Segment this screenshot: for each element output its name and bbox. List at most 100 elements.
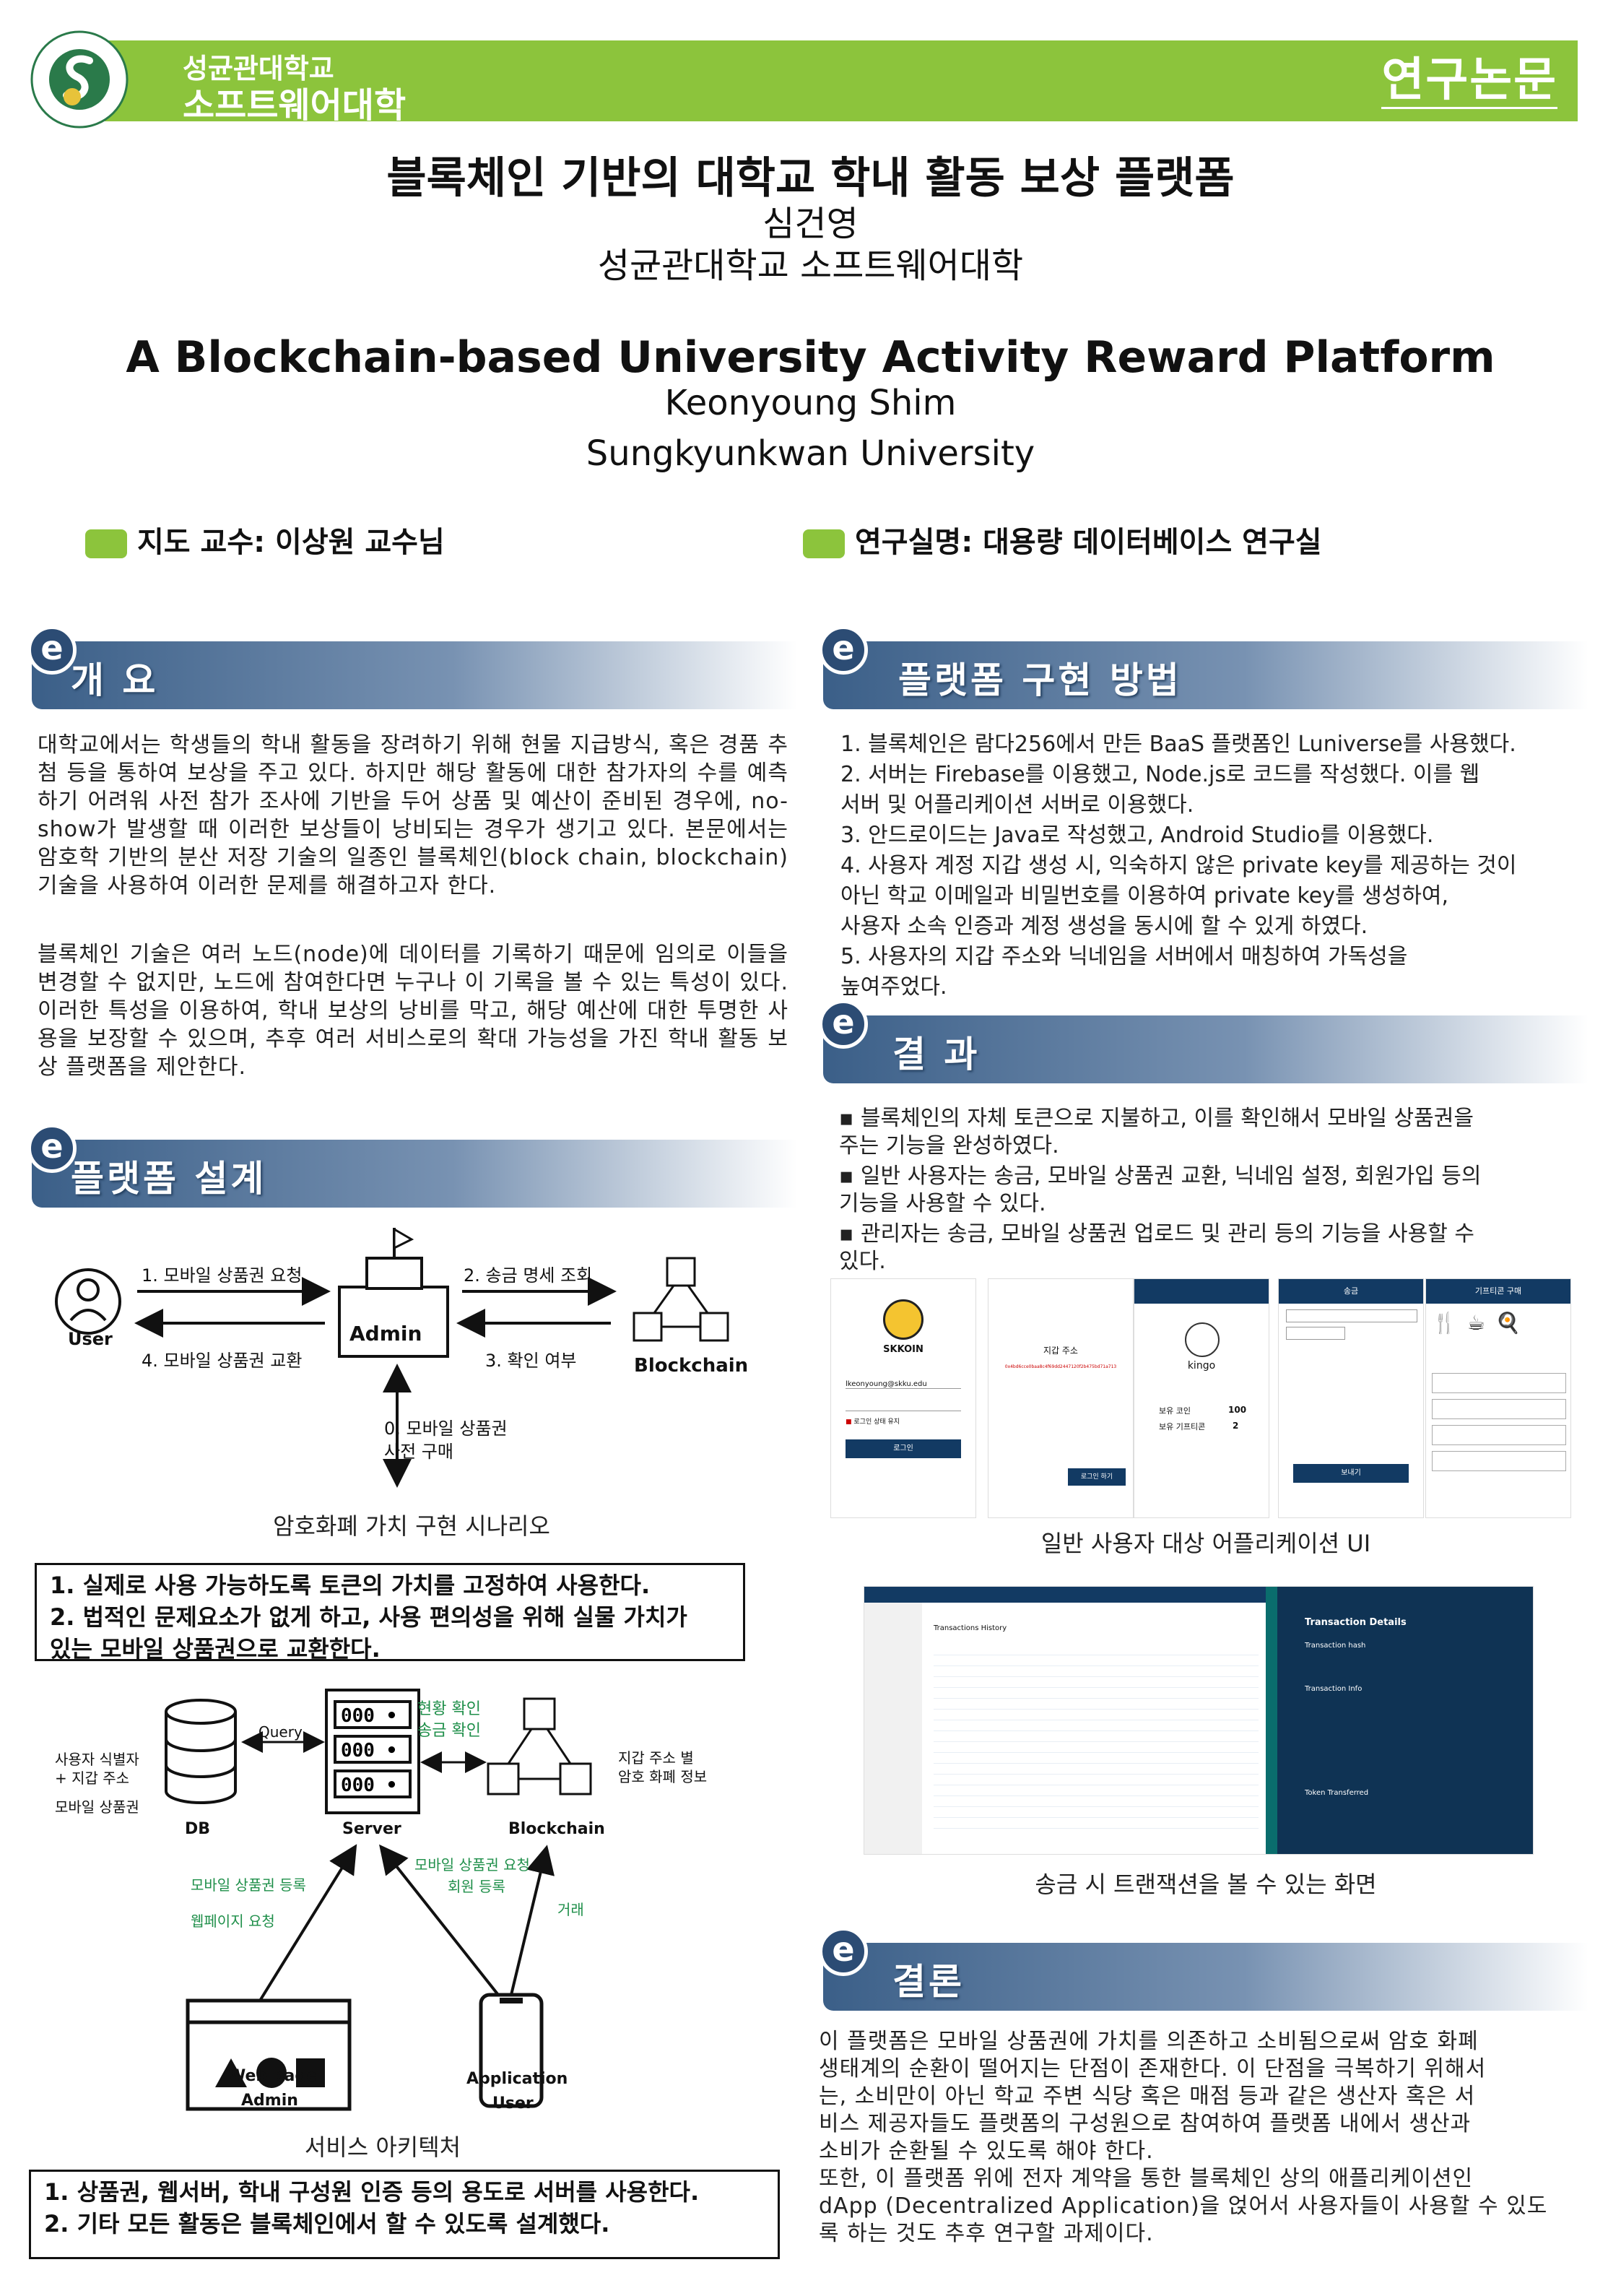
- design-summary-box-2: 1. 상품권, 웹서버, 학내 구성원 인증 등의 용도로 서버를 사용한다. …: [29, 2170, 780, 2259]
- keep-label: 로그인 상태 유지: [853, 1418, 900, 1426]
- section-title: 결론: [892, 1961, 965, 2003]
- wallet-login-button[interactable]: 로그인 하기: [1068, 1468, 1126, 1486]
- triangle-shape: [215, 2058, 247, 2087]
- transfer-address-field[interactable]: [1286, 1309, 1417, 1322]
- result-line: 기능을 사용할 수 있다.: [839, 1191, 1046, 1216]
- blockchain-cubes-icon: [633, 1257, 729, 1342]
- e-section-icon: e: [819, 1000, 868, 1049]
- result-line: ▪ 일반 사용자는 송금, 모바일 상품권 교환, 닉네임 설정, 회원가입 등…: [839, 1164, 1482, 1189]
- university-logo: [30, 30, 129, 129]
- web-page-icon: [186, 1998, 352, 2111]
- tx-sidebar: [864, 1603, 922, 1854]
- transfer-title: 송금: [1279, 1279, 1423, 1304]
- scenario-step1: 1. 모바일 상품권 요청: [142, 1265, 303, 1286]
- e-section-icon: e: [27, 1124, 77, 1173]
- conclusion-line: 이 플랫폼은 모바일 상품권에 가치를 의존하고 소비됨으로써 암호 화폐: [819, 2029, 1479, 2054]
- tx-list-title: Transactions History: [934, 1624, 1007, 1632]
- transfer-amount-field[interactable]: [1286, 1327, 1345, 1340]
- overview-paragraph-1: 대학교에서는 학생들의 학내 활동을 장려하기 위해 현물 지급방식, 혹은 경…: [38, 732, 788, 898]
- db-note-2: + 지갑 주소: [55, 1769, 130, 1787]
- arch-blockchain-label: Blockchain: [508, 1820, 605, 1838]
- database-icon: [165, 1699, 237, 1804]
- section-title: 개 요: [71, 659, 159, 701]
- login-keep-checkbox[interactable]: ■ 로그인 상태 유지: [846, 1418, 900, 1426]
- server-row-3: 000 •: [341, 1775, 397, 1796]
- e-section-icon: e: [819, 625, 868, 675]
- screenshot-shop: 기프티콘 구매 🍴☕🍳: [1425, 1278, 1571, 1518]
- web-note-1: 모바일 상품권 등록: [191, 1876, 306, 1894]
- login-button[interactable]: 로그인: [846, 1439, 961, 1458]
- screenshot-transactions: Transactions History Transaction Details…: [864, 1586, 1534, 1855]
- ticket-label: 보유 기프티콘: [1159, 1422, 1206, 1431]
- web-note-2: 웹페이지 요청: [191, 1912, 275, 1930]
- impl-line: 높여주었다.: [840, 974, 947, 1000]
- server-icon: [325, 1689, 420, 1814]
- box1-line2: 2. 법적인 문제요소가 없게 하고, 사용 편의성을 위해 실물 가치가: [50, 1603, 687, 1631]
- skkoin-logo: [883, 1299, 924, 1340]
- webpage-admin-label: Admin: [241, 2092, 298, 2110]
- admin-flag-icon: [338, 1228, 449, 1358]
- application-user-label: User: [492, 2094, 534, 2113]
- conclusion-line: 비스 제공자들도 플랫폼의 구성원으로 참여하여 플랫폼 내에서 생산과: [819, 2111, 1472, 2136]
- blockchain-cubes-icon: [487, 1697, 592, 1795]
- bullet-square: [803, 529, 845, 558]
- login-email-field[interactable]: lkeonyoung@skku.edu: [846, 1380, 961, 1389]
- scenario-user-label: User: [68, 1329, 113, 1349]
- scenario-admin-label: Admin: [349, 1322, 422, 1346]
- result-line: ▪ 블록체인의 자체 토큰으로 지불하고, 이를 확인해서 모바일 상품권을: [839, 1106, 1474, 1131]
- section-title: 결 과: [892, 1034, 981, 1075]
- square-shape: [296, 2058, 325, 2087]
- circle-shape: [256, 2058, 287, 2088]
- shop-item-row[interactable]: [1432, 1451, 1566, 1471]
- scenario-blockchain-label: Blockchain: [634, 1355, 749, 1377]
- transfer-check-label: 송금 확인: [417, 1722, 481, 1740]
- conclusion-line: 는, 소비만이 아닌 학교 주변 식당 혹은 매점 등과 같은 생산자 혹은 서: [819, 2084, 1476, 2109]
- author-english: Keonyoung Shim: [664, 383, 957, 423]
- paper-category: 연구논문: [1381, 53, 1557, 109]
- impl-line: 아닌 학교 이메일과 비밀번호를 이용하여 private key를 생성하여,: [840, 883, 1449, 909]
- ticket-value: 2: [1233, 1421, 1239, 1431]
- results-list: ▪ 블록체인의 자체 토큰으로 지불하고, 이를 확인해서 모바일 상품권을 주…: [839, 1105, 1583, 1278]
- coin-label: 보유 코인: [1159, 1406, 1191, 1416]
- college-name: 소프트웨어대학: [183, 85, 407, 126]
- scenario-step0-line1: 0. 모바일 상품권: [384, 1418, 508, 1439]
- conclusion-line: 또한, 이 플랫폼 위에 전자 계약을 통한 블록체인 상의 애플리케이션인: [819, 2166, 1474, 2191]
- scenario-step4: 4. 모바일 상품권 교환: [142, 1351, 303, 1371]
- screenshot-wallet: 지갑 주소 0x4bd6cce0baa8c4f69dd2447120f2b475…: [988, 1278, 1134, 1518]
- webpage-label: Web page: [228, 2067, 318, 2085]
- section-overview-header: e 개 요: [27, 625, 797, 709]
- impl-line: 5. 사용자의 지갑 주소와 닉네임을 서버에서 매칭하여 가독성을: [840, 944, 1408, 969]
- lab-info: 연구실명: 대용량 데이터베이스 연구실: [803, 519, 1322, 560]
- box1-line3: 있는 모바일 상품권으로 교환한다.: [50, 1635, 381, 1663]
- phone-speaker: [500, 1998, 523, 2003]
- box2-line1: 1. 상품권, 웹서버, 학내 구성원 인증 등의 용도로 서버를 사용한다.: [44, 2178, 700, 2206]
- design-summary-box-1: 1. 실제로 사용 가능하도록 토큰의 가치를 고정하여 사용한다. 2. 법적…: [35, 1563, 745, 1663]
- shop-item-row[interactable]: [1432, 1425, 1566, 1445]
- screenshot-transfer: 송금 보내기: [1278, 1278, 1424, 1518]
- query-label: Query: [258, 1723, 303, 1741]
- login-brand: SKKOIN: [883, 1344, 924, 1355]
- login-password-field[interactable]: [846, 1400, 961, 1411]
- conclusion-paragraph: 이 플랫폼은 모바일 상품권에 가치를 의존하고 소비됨으로써 암호 화폐 생태…: [819, 2028, 1584, 2248]
- coin-value: 100: [1228, 1405, 1247, 1415]
- section-title: 플랫폼 설계: [71, 1158, 267, 1200]
- db-note-1: 사용자 식별자: [55, 1751, 139, 1768]
- send-button[interactable]: 보내기: [1293, 1464, 1409, 1483]
- transaction-caption: 송금 시 트랜잭션을 볼 수 있는 화면: [1035, 1871, 1377, 1898]
- scenario-caption: 암호화폐 가치 구현 시나리오: [273, 1512, 550, 1540]
- application-label: Application: [466, 2070, 568, 2088]
- app-note-2: 회원 등록: [448, 1878, 505, 1895]
- profile-avatar: [1185, 1322, 1220, 1357]
- shop-item-row[interactable]: [1432, 1373, 1566, 1393]
- section-implementation-header: e 플랫폼 구현 방법: [819, 625, 1589, 709]
- conclusion-line: dApp (Decentralized Application)을 얹어서 사용…: [819, 2193, 1548, 2219]
- server-row-2: 000 •: [341, 1740, 397, 1762]
- affiliation-korean: 성균관대학교 소프트웨어대학: [597, 246, 1024, 286]
- e-section-icon: e: [819, 1927, 868, 1976]
- shop-item-row[interactable]: [1432, 1399, 1566, 1419]
- impl-line: 1. 블록체인은 람다256에서 만든 BaaS 플랫폼인 Luniverse를…: [840, 732, 1516, 757]
- tx-token-label: Token Transferred: [1305, 1789, 1369, 1797]
- server-row-1: 000 •: [341, 1705, 397, 1727]
- db-label: DB: [185, 1820, 211, 1838]
- conclusion-line: 소비가 순환될 수 있도록 해야 한다.: [819, 2139, 1154, 2164]
